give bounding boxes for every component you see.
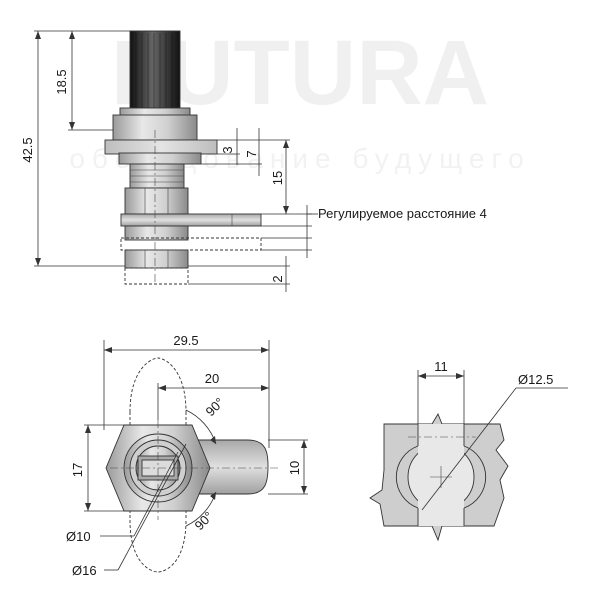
panel-cutout-view: 11 Ø12.5 — [369, 359, 568, 542]
dim-dia10: Ø10 — [66, 529, 91, 544]
front-view: 29.5 20 90° 90° 17 10 Ø10 Ø16 — [66, 333, 308, 578]
side-view: 18.5 42.5 3 7 15 Регулируемое расстояние… — [20, 30, 487, 292]
dim-42-5: 42.5 — [20, 137, 35, 162]
dim-20: 20 — [205, 371, 219, 386]
dim-15: 15 — [270, 171, 285, 185]
panel-washer — [104, 139, 218, 155]
nut-upper — [124, 187, 189, 215]
dim-17: 17 — [70, 463, 85, 477]
cam-adjusted — [120, 237, 262, 251]
dim-3: 3 — [220, 146, 235, 153]
dim-2: 2 — [270, 275, 285, 282]
knob — [129, 30, 181, 112]
dim-29-5: 29.5 — [173, 333, 198, 348]
dim-90-top: 90° — [203, 395, 228, 420]
dim-dia16: Ø16 — [72, 563, 97, 578]
dim-10: 10 — [287, 461, 302, 475]
dim-11: 11 — [434, 359, 448, 374]
adjustable-distance-note: Регулируемое расстояние 4 — [318, 206, 487, 221]
dim-7: 7 — [244, 150, 259, 157]
dim-dia12-5: Ø12.5 — [518, 372, 553, 387]
dim-18-5: 18.5 — [54, 69, 69, 94]
dim-90-bottom: 90° — [192, 509, 217, 534]
nut-lower — [124, 249, 189, 269]
cam-lever — [120, 213, 262, 227]
